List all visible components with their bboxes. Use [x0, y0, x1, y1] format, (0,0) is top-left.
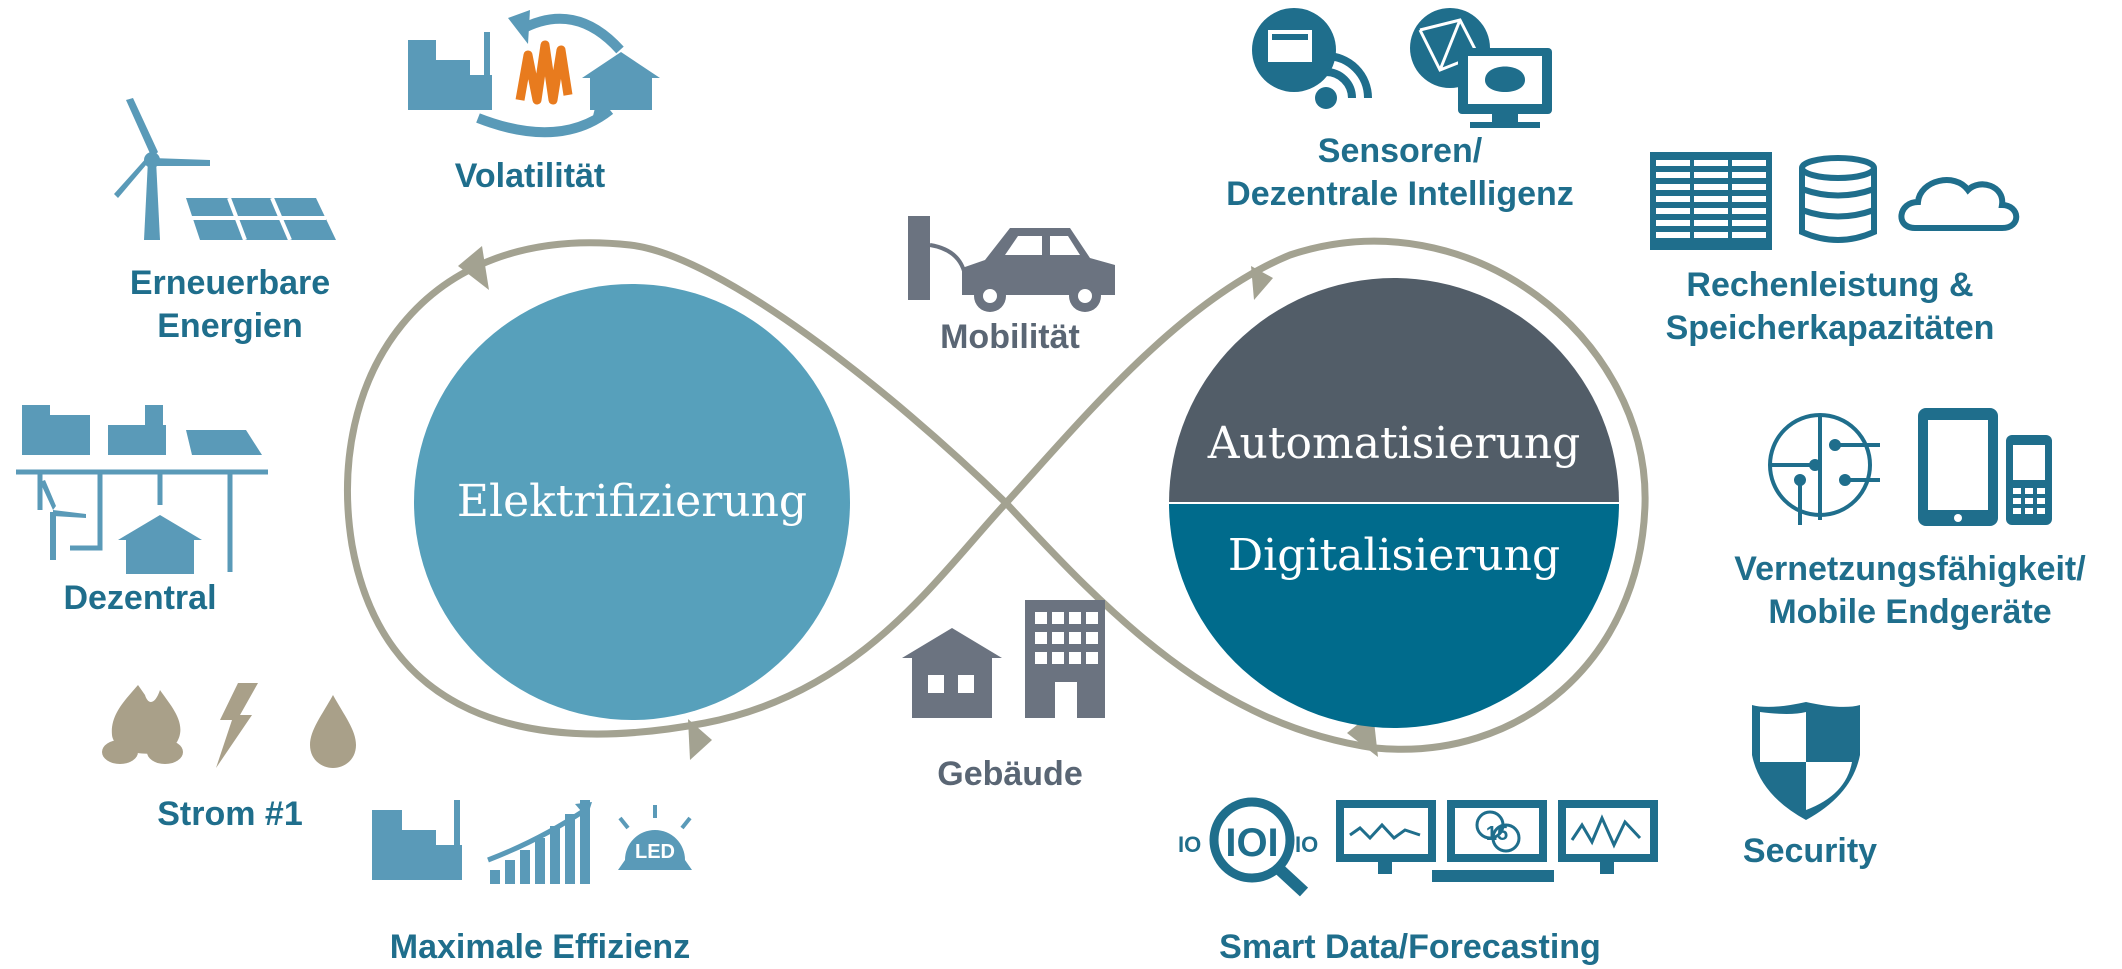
database-icon: [1799, 155, 1877, 243]
power-plant-icon: [408, 32, 492, 110]
binary-left: IO: [1178, 832, 1201, 857]
house-icon: [902, 628, 1002, 718]
electrification-circle: [414, 284, 850, 720]
sensors-icons: [1252, 8, 1552, 128]
lightning-icon: [216, 683, 258, 768]
grid-network-icon: [16, 405, 268, 574]
electrification-label: Elektrifizierung: [457, 476, 807, 527]
cycle-arrow-head-top: [508, 10, 530, 44]
sensors-label-line1: Sensoren/: [1317, 132, 1483, 170]
mobility-label: Mobilität: [940, 318, 1080, 356]
volatility-label: Volatilität: [454, 157, 606, 195]
mobility-icons: [908, 216, 1115, 312]
office-building-icon: [1025, 600, 1105, 718]
oscillation-icon: [515, 40, 573, 105]
shield-icon: [1752, 702, 1860, 820]
coin-text: 15: [1486, 823, 1508, 845]
compute-label: Rechenleistung & Speicherkapazitäten: [1620, 264, 2040, 350]
renewables-label: Erneuerbare Energien: [90, 262, 370, 348]
car-icon: [962, 228, 1115, 312]
renewables-label-line2: Energien: [157, 307, 303, 345]
forecasting-icons: IO IOI IO 15: [1178, 797, 1658, 897]
mobile-phone-icon: [2006, 435, 2052, 525]
compute-icons: [1650, 152, 2020, 250]
digitalization-label: Digitalisierung: [1228, 530, 1560, 581]
coal-lump: [147, 740, 183, 764]
loop-arrow-bottom-left: [688, 719, 712, 760]
digitalization-half: [1169, 503, 1619, 728]
monitors-icon: 15: [1336, 800, 1658, 882]
led-lamp-icon: LED: [618, 805, 692, 870]
strom-label: Strom #1: [157, 795, 303, 833]
oil-drop-icon: [310, 695, 356, 768]
data-magnifier-icon: IO IOI IO: [1178, 797, 1318, 897]
decentral-label: Dezentral: [63, 579, 217, 617]
binary-center: IOI: [1225, 821, 1278, 865]
automation-label: Automatisierung: [1207, 418, 1581, 469]
circuit-network-icon: [1768, 413, 1880, 525]
loop-arrow-top-left: [458, 246, 489, 290]
house-icon: [582, 52, 660, 110]
wind-turbine-icon: [114, 98, 210, 240]
renewables-icons: [114, 98, 336, 241]
connectivity-label: Vernetzungsfähigkeit/ Mobile Endgeräte: [1700, 548, 2120, 634]
renewables-label-line1: Erneuerbare: [129, 264, 331, 302]
volatility-icons: [408, 10, 660, 138]
connectivity-icons: [1768, 408, 2052, 526]
automation-digitalization-circle: [1169, 278, 1619, 728]
sensors-label-line2: Dezentrale Intelligenz: [1226, 175, 1574, 213]
sensor-icon: [1252, 8, 1372, 109]
connectivity-label-line1: Vernetzungsfähigkeit/: [1734, 550, 2086, 588]
security-label: Security: [1742, 832, 1878, 870]
led-text: LED: [635, 841, 675, 863]
forecasting-label: Smart Data/Forecasting: [1219, 928, 1601, 966]
buildings-label: Gebäude: [937, 755, 1083, 793]
buildings-icons: [902, 600, 1105, 718]
grid-lines: [16, 469, 268, 572]
monitor-brain-icon: [1458, 48, 1552, 128]
efficiency-icons: LED: [372, 800, 692, 884]
strom-icons: [102, 683, 356, 768]
server-rack-icon: [1650, 152, 1772, 250]
small-wind-turbine: [40, 480, 86, 560]
binary-right: IO: [1295, 832, 1318, 857]
solar-panel-icon: [186, 197, 336, 241]
efficiency-label: Maximale Effizienz: [389, 928, 691, 966]
coal-lump: [102, 740, 138, 764]
compute-label-line2: Speicherkapazitäten: [1665, 309, 1995, 347]
cloud-icon: [1898, 177, 2020, 231]
coal-fire-icon: [111, 685, 181, 754]
connectivity-label-line2: Mobile Endgeräte: [1768, 593, 2052, 631]
automation-half: [1169, 278, 1619, 503]
compute-label-line1: Rechenleistung &: [1686, 266, 1974, 304]
tablet-icon: [1918, 408, 1998, 526]
growth-chart-icon: [487, 800, 592, 884]
ev-charger-icon: [908, 216, 967, 300]
sensors-label: Sensoren/ Dezentrale Intelligenz: [1180, 130, 1620, 216]
factory-icon: [372, 800, 462, 880]
loop-arrow-top-right: [1251, 266, 1273, 300]
